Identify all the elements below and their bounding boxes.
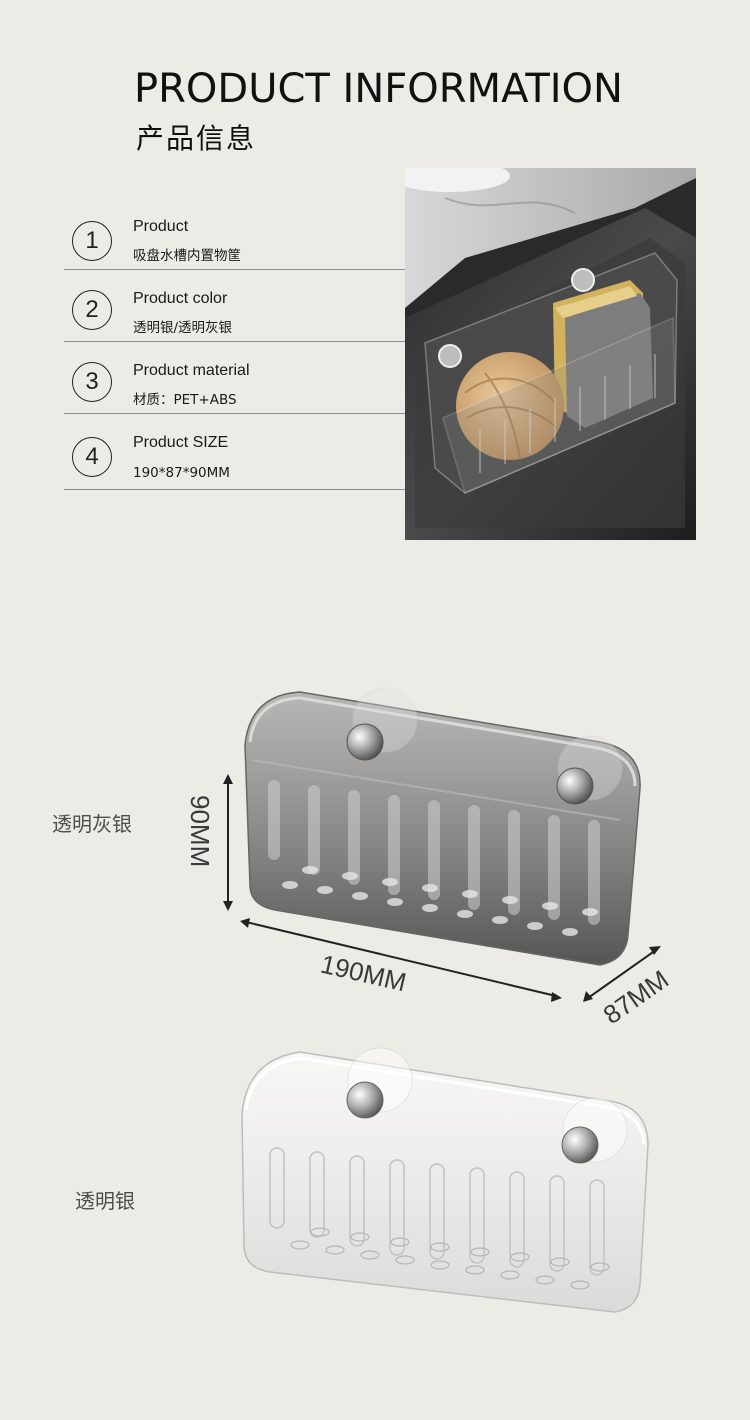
spec-value: 吸盘水槽内置物筐 xyxy=(133,248,241,264)
divider xyxy=(64,341,405,342)
spec-value: 透明银/透明灰银 xyxy=(133,320,233,336)
spec-row-material: 3 Product material 材质：PET+ABS xyxy=(64,362,405,414)
spec-value: 材质：PET+ABS xyxy=(133,392,237,408)
page-title: PRODUCT INFORMATION xyxy=(134,66,623,112)
product-photo-sink xyxy=(405,168,696,540)
spec-row-product: 1 Product 吸盘水槽内置物筐 xyxy=(64,218,405,270)
spec-number-badge: 4 xyxy=(72,437,112,477)
spec-number-badge: 1 xyxy=(72,221,112,261)
spec-row-size: 4 Product SIZE 190*87*90MM xyxy=(64,434,405,490)
spec-label: Product SIZE xyxy=(133,434,229,451)
page-subtitle: 产品信息 xyxy=(136,122,257,155)
spec-label: Product material xyxy=(133,362,250,379)
divider xyxy=(64,269,405,270)
spec-number-badge: 2 xyxy=(72,290,112,330)
dimension-height-label: 90MM xyxy=(185,795,215,868)
spec-number-badge: 3 xyxy=(72,362,112,402)
divider xyxy=(64,413,405,414)
spec-value: 190*87*90MM xyxy=(133,465,230,481)
variant-name-clear: 透明银 xyxy=(75,1189,135,1213)
basket-clear-diagram xyxy=(241,1047,649,1313)
spec-label: Product color xyxy=(133,290,228,307)
variant-name-gray: 透明灰银 xyxy=(52,812,132,836)
spec-row-color: 2 Product color 透明银/透明灰银 xyxy=(64,290,405,342)
divider xyxy=(64,489,405,490)
spec-label: Product xyxy=(133,218,189,235)
basket-gray-diagram xyxy=(223,687,661,1002)
